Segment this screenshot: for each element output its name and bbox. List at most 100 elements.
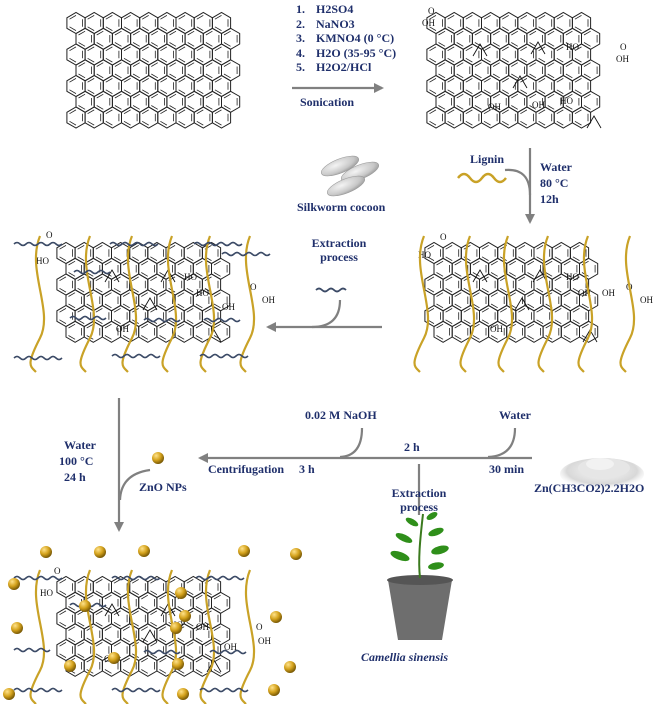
functional-group-label: HO: [566, 42, 579, 52]
double-bond: [187, 30, 202, 47]
functional-group-label: HO: [560, 96, 573, 106]
step-text: H2O (35-95 °C): [316, 45, 397, 60]
double-bond: [490, 323, 505, 340]
double-bond: [545, 260, 560, 277]
lignin-chain: [161, 235, 178, 373]
double-bond: [150, 276, 164, 293]
double-bond: [141, 15, 156, 31]
epoxide-bridge: [142, 297, 158, 311]
double-bond: [96, 62, 111, 79]
double-bond: [178, 78, 193, 94]
epoxide-bridge: [472, 269, 488, 283]
double-bond: [472, 292, 487, 309]
double-bond: [69, 46, 83, 63]
double-bond: [574, 78, 589, 94]
double-bond: [169, 30, 183, 47]
step-text: H2O2/HCl: [316, 60, 372, 74]
double-bond: [518, 308, 532, 324]
plant-extraction-label: Extraction process: [384, 486, 454, 514]
double-bond: [186, 579, 201, 595]
functional-group-label: O: [620, 42, 627, 52]
double-bond: [95, 579, 110, 595]
functional-group-label: HO: [196, 288, 209, 298]
double-bond: [583, 93, 598, 110]
lignin-water-label: Water: [540, 160, 572, 174]
time-2h-label: 2 h: [404, 440, 420, 454]
double-bond: [78, 93, 92, 110]
double-bond: [465, 109, 480, 126]
final-temp-label: 100 °C: [59, 454, 94, 468]
double-bond: [186, 245, 201, 261]
double-bond: [445, 308, 460, 324]
zno-nanoparticle: [79, 600, 91, 612]
double-bond: [536, 245, 551, 261]
double-bond: [68, 626, 82, 643]
double-bond: [223, 93, 238, 110]
silk-fibroin-chain: [109, 241, 159, 247]
lignin-chain: [577, 235, 594, 373]
double-bond: [95, 245, 110, 261]
double-bond: [168, 308, 183, 324]
double-bond: [187, 93, 202, 110]
functional-group-label: OH: [196, 622, 209, 632]
carbon-ring: [579, 320, 599, 343]
silk-fibroin-chain: [143, 649, 181, 655]
silk-fibroin-chain: [143, 317, 181, 323]
double-bond: [520, 109, 534, 126]
double-bond: [465, 78, 480, 94]
double-bond: [205, 93, 220, 110]
double-bond: [509, 260, 523, 277]
double-bond: [511, 30, 525, 47]
double-bond: [141, 260, 155, 277]
double-bond: [113, 308, 128, 324]
silk-fibroin-chain: [111, 353, 161, 359]
double-bond: [114, 62, 129, 79]
double-bond: [492, 30, 507, 47]
double-bond: [445, 276, 460, 293]
double-bond: [105, 15, 120, 31]
double-bond: [536, 308, 551, 324]
double-bond: [114, 93, 129, 110]
double-bond: [95, 308, 110, 324]
sonication-label: Sonication: [300, 95, 355, 109]
lignin-chain: [497, 235, 514, 373]
epoxide-bridge: [104, 269, 120, 283]
double-bond: [78, 62, 92, 79]
zno-nanoparticle: [8, 578, 20, 590]
double-bond: [68, 323, 82, 340]
double-bond: [214, 78, 229, 94]
double-bond: [141, 292, 155, 309]
double-bond: [427, 308, 441, 324]
functional-group-label: OH: [616, 54, 629, 64]
double-bond: [454, 323, 469, 340]
double-bond: [556, 78, 571, 94]
water-feed-arrow: [487, 427, 517, 459]
double-bond: [178, 109, 193, 126]
epoxide-bridge: [530, 41, 546, 55]
naoh-label: 0.02 M NaOH: [305, 408, 377, 422]
double-bond: [186, 308, 201, 324]
double-bond: [483, 109, 498, 126]
double-bond: [572, 245, 587, 261]
functional-group-label: OH: [532, 100, 545, 110]
double-bond: [87, 78, 102, 94]
double-bond: [429, 15, 443, 31]
lignin-strand-icon: [457, 172, 507, 184]
double-bond: [105, 109, 120, 126]
go-synthesis-steps: 1.H2SO4 2.NaNO3 3.KMNO4 (0 °C) 4.H2O (35…: [296, 2, 396, 75]
double-bond: [195, 292, 210, 309]
double-bond: [511, 62, 525, 79]
double-bond: [122, 626, 137, 643]
double-bond: [214, 15, 229, 31]
double-bond: [554, 276, 569, 293]
double-bond: [499, 308, 514, 324]
double-bond: [141, 109, 156, 126]
double-bond: [563, 323, 578, 340]
double-bond: [436, 260, 450, 277]
silk-fibroin-chain: [13, 687, 63, 693]
double-bond: [123, 109, 138, 126]
double-bond: [581, 292, 596, 309]
double-bond: [547, 30, 562, 47]
double-bond: [113, 245, 128, 261]
zno-nanoparticle: [290, 548, 302, 560]
